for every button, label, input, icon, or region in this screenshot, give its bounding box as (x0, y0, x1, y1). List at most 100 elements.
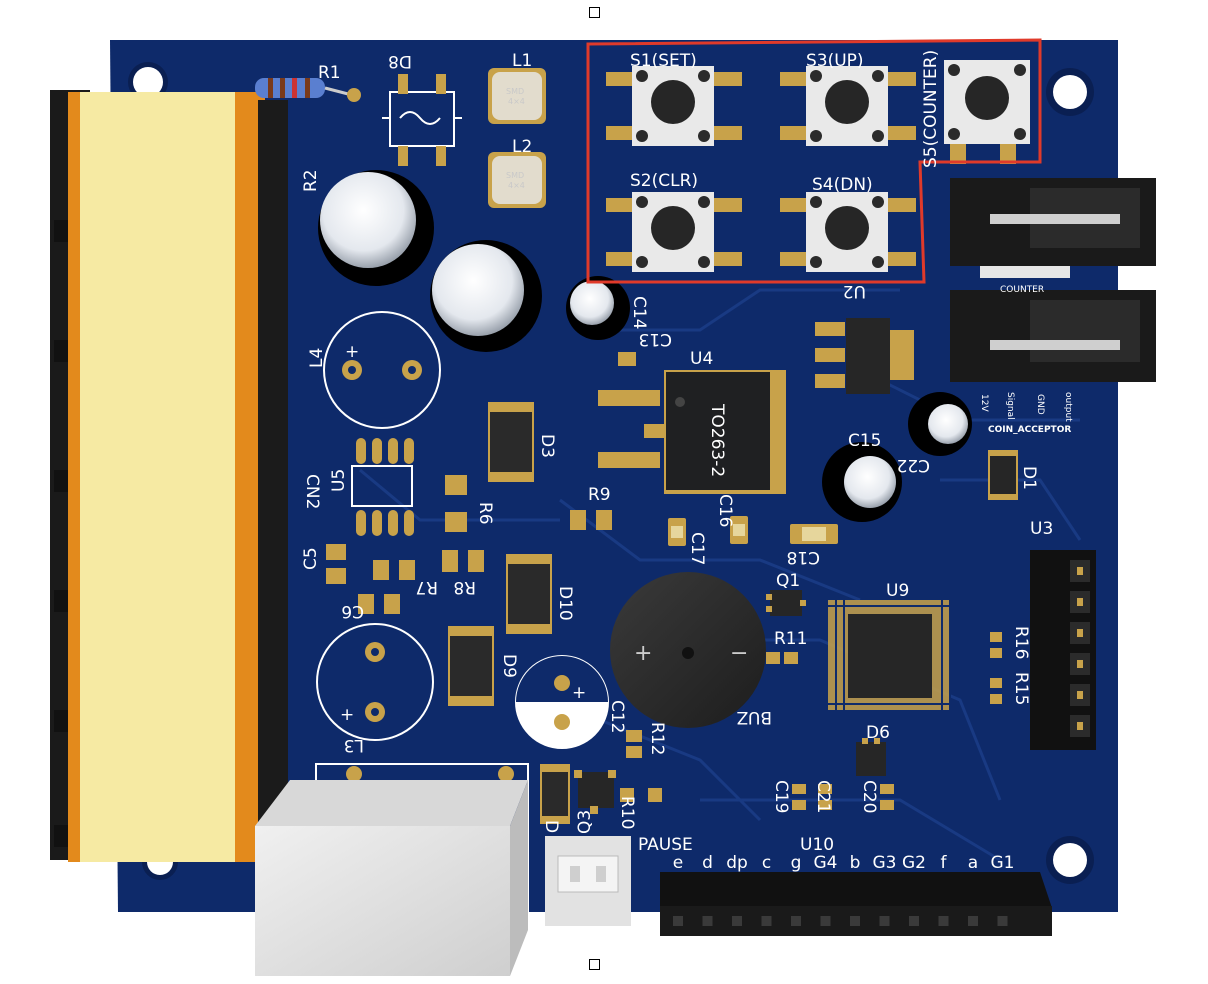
u10-pin-socket (702, 916, 713, 926)
u10-pin-socket (879, 916, 890, 926)
label-r11: R11 (774, 629, 807, 649)
label-s5: S5(COUNTER) (921, 50, 941, 168)
label-c20: C20 (859, 780, 879, 814)
diode-d10 (506, 554, 552, 634)
u10-pin-label: e (673, 853, 683, 873)
u10-pin-label: G3 (873, 853, 897, 873)
switch-s4[interactable] (780, 192, 916, 272)
u10-pin-socket (791, 916, 801, 926)
selection-handle-top[interactable] (589, 7, 600, 18)
capacitor-large-1 (318, 170, 434, 286)
u10-pin-label: G4 (814, 853, 838, 873)
capacitor-c14 (566, 276, 630, 340)
label-r2: R2 (301, 169, 321, 192)
diode-d6 (856, 738, 886, 776)
selection-handle-bottom[interactable] (589, 959, 600, 970)
u10-pin-socket (732, 916, 742, 926)
label-d9: D9 (499, 654, 519, 678)
label-c19: C19 (771, 780, 791, 814)
u10-pin-socket (997, 916, 1008, 926)
ic-u5 (351, 438, 414, 536)
label-r1: R1 (318, 63, 341, 83)
inductor-l1 (488, 68, 546, 124)
u10-pin-label: G1 (991, 853, 1015, 873)
small-caps (668, 516, 838, 546)
label-r9: R9 (588, 485, 611, 505)
label-c15: C15 (848, 431, 882, 451)
silkscreen-labels: R1 D8 L1 L2 SMD 4×4 SMD 4×4 R2 L4 CN2 U5… (301, 50, 1073, 855)
label-q3: Q3 (575, 810, 595, 834)
u10-pin-socket (938, 916, 949, 926)
resistor-r1 (255, 78, 361, 102)
label-u3: U3 (1030, 519, 1053, 539)
label-r12: R12 (647, 722, 667, 755)
u10-pin-socket (673, 916, 683, 926)
switch-s5[interactable] (944, 60, 1030, 164)
label-d1: D1 (1019, 466, 1039, 490)
label-smd1b: 4×4 (508, 97, 525, 106)
label-cn2: CN2 (302, 474, 322, 509)
label-c6: C6 (341, 601, 364, 621)
label-r7: R7 (415, 577, 438, 597)
capacitor-c15 (822, 442, 902, 522)
smd-pads (326, 352, 1002, 810)
u10-pin-label: g (791, 853, 802, 873)
label-pin-12v: 12V (979, 394, 989, 412)
label-l3: L3 (344, 735, 364, 755)
connector-pause (545, 836, 631, 926)
switch-s1[interactable] (606, 66, 742, 146)
connector-counter (950, 178, 1156, 278)
label-r10: R10 (617, 796, 637, 829)
u10-pin-label: dp (726, 853, 748, 873)
label-d6: D6 (866, 723, 890, 743)
label-smd2b: 4×4 (508, 181, 525, 190)
label-c14: C14 (629, 296, 649, 330)
svg-text:+: + (634, 641, 652, 666)
switch-s2[interactable] (606, 192, 742, 272)
u10-pin-socket (761, 916, 772, 926)
relay (255, 763, 529, 976)
label-c16: C16 (715, 494, 735, 528)
capacitor-c22 (908, 392, 972, 456)
diode-d9 (448, 626, 494, 706)
diode-d3 (488, 402, 534, 482)
label-pause: PAUSE (638, 835, 693, 855)
label-r15: R15 (1011, 672, 1031, 705)
switch-highlight-outline (586, 38, 1042, 284)
diode-d1 (988, 450, 1018, 500)
u10-pin-socket (850, 916, 860, 926)
u10-pin-label: b (850, 853, 861, 873)
inductor-l4-footprint: + (323, 311, 441, 429)
buzzer: + − (610, 572, 766, 728)
u10-pin-socket (968, 916, 978, 926)
bridge-d8 (382, 91, 462, 147)
label-s1: S1(SET) (630, 51, 697, 71)
transformer (50, 90, 288, 862)
diode-d7 (540, 764, 570, 824)
label-s4: S4(DN) (812, 175, 873, 195)
label-c17: C17 (687, 532, 707, 566)
switch-s3[interactable] (780, 66, 916, 146)
label-pin-signal: Signal (1005, 392, 1015, 420)
label-l4: L4 (307, 348, 327, 368)
label-u9: U9 (886, 581, 909, 601)
u10-pin-socket (909, 916, 919, 926)
label-q1: Q1 (776, 571, 800, 591)
label-u5: U5 (329, 469, 349, 492)
label-c18: C18 (786, 547, 820, 567)
transistor-q3 (574, 770, 616, 814)
label-r8: R8 (453, 577, 476, 597)
label-c13: C13 (638, 329, 672, 349)
header-u10 (660, 872, 1052, 936)
label-to263: TO263-2 (707, 403, 727, 477)
capacitor-c12-footprint: + (515, 655, 609, 749)
connector-coin-acceptor (950, 290, 1156, 382)
label-smd2: SMD (506, 171, 524, 180)
u10-pin-label: a (968, 853, 978, 873)
label-d8: D8 (388, 51, 412, 71)
svg-text:+: + (345, 342, 359, 362)
u10-pin-label: d (702, 853, 713, 873)
svg-text:+: + (340, 705, 354, 725)
label-u2: U2 (843, 281, 866, 301)
